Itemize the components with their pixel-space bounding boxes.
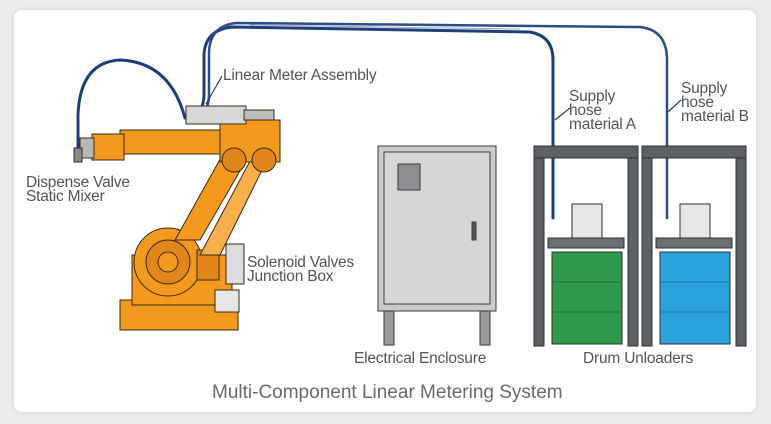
unloader-post-b-left bbox=[641, 157, 653, 347]
label-dispense-valve: Dispense Valve bbox=[26, 174, 130, 191]
junction-box bbox=[214, 289, 240, 313]
enclosure-controls bbox=[397, 163, 421, 191]
unloader-platen-a bbox=[547, 237, 625, 249]
static-mixer bbox=[73, 147, 83, 163]
pump-b bbox=[679, 203, 711, 239]
diagram-title: Multi-Component Linear Metering System bbox=[212, 382, 563, 403]
enclosure-leg-right bbox=[479, 310, 491, 346]
leader-supply-a bbox=[554, 107, 571, 121]
label-supply-a-line2: hose bbox=[569, 102, 602, 119]
label-static-mixer: Static Mixer bbox=[26, 188, 105, 205]
label-supply-b-line2: hose bbox=[681, 94, 714, 111]
unloader-platen-b bbox=[655, 237, 733, 249]
drum-unloaders bbox=[533, 145, 747, 347]
supply-hose-highlight bbox=[249, 24, 521, 30]
unloader-top-beam-b bbox=[641, 145, 747, 159]
robot-shoulder-hub bbox=[157, 251, 179, 273]
enclosure-leg-left bbox=[383, 310, 395, 346]
robot-arm bbox=[73, 105, 281, 331]
label-drum-unloaders: Drum Unloaders bbox=[583, 350, 694, 367]
pump-a bbox=[571, 203, 603, 239]
label-linear-meter-assembly: Linear Meter Assembly bbox=[223, 67, 377, 84]
electrical-enclosure bbox=[377, 145, 497, 346]
enclosure-handle bbox=[471, 221, 477, 241]
solenoid-valves-box bbox=[225, 243, 245, 285]
label-supply-a-line1: Supply bbox=[569, 88, 616, 105]
leader-lines bbox=[205, 75, 682, 121]
unloader-post-a-left bbox=[533, 157, 545, 347]
robot-elbow-joint-2 bbox=[251, 147, 277, 173]
leader-supply-b bbox=[667, 99, 682, 113]
unloader-post-a-right bbox=[627, 157, 639, 347]
unloader-post-b-right bbox=[735, 157, 747, 347]
drum-a bbox=[551, 251, 623, 345]
linear-meter bbox=[185, 105, 247, 125]
drum-b bbox=[659, 251, 731, 345]
label-electrical-enclosure: Electrical Enclosure bbox=[354, 350, 487, 367]
linear-meter-cylinder bbox=[243, 109, 275, 121]
label-junction-box: Junction Box bbox=[247, 268, 334, 285]
label-supply-a-line3: material A bbox=[569, 116, 636, 133]
leader-linear-meter bbox=[205, 75, 223, 105]
dispense-hose bbox=[76, 58, 187, 152]
unloader-top-beam-a bbox=[533, 145, 639, 159]
robot-wrist bbox=[91, 133, 125, 161]
label-supply-b-line1: Supply bbox=[681, 80, 728, 97]
label-solenoid-valves: Solenoid Valves bbox=[247, 254, 355, 271]
robot-elbow-joint-1 bbox=[221, 147, 247, 173]
label-supply-b-line3: material B bbox=[681, 108, 749, 125]
